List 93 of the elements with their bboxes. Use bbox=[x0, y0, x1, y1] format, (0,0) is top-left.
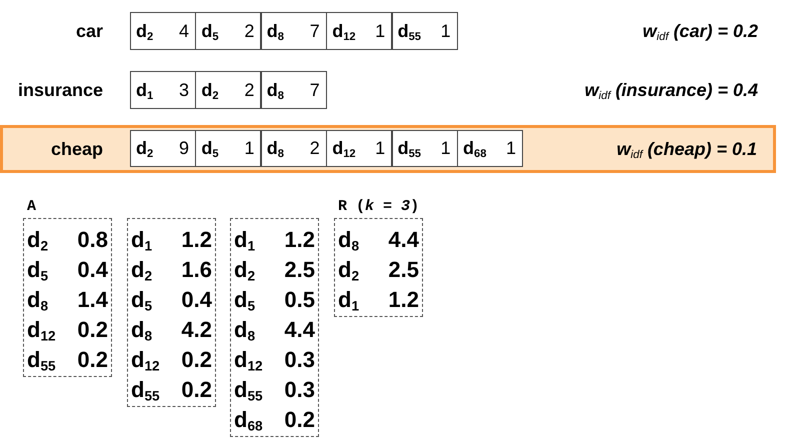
doc-id: d$_{55}$ bbox=[398, 20, 422, 45]
posting-cell bbox=[195, 12, 262, 50]
idf-weight: w$_{idf}$ (car) = 0.2 bbox=[642, 20, 758, 42]
score-value: 4.2 bbox=[181, 316, 212, 344]
term-count: 7 bbox=[310, 20, 320, 43]
doc-id: d$_{8}$ bbox=[266, 20, 284, 45]
score-value: 0.2 bbox=[77, 346, 108, 374]
doc-id: d$_{12}$ bbox=[332, 137, 356, 162]
posting-cell bbox=[130, 12, 196, 50]
posting-cell bbox=[392, 130, 458, 167]
doc-id: d$_{8}$ bbox=[131, 316, 152, 345]
doc-id: d$_{1}$ bbox=[338, 286, 360, 315]
doc-id: d$_{1}$ bbox=[234, 226, 256, 255]
posting-cell bbox=[130, 71, 196, 109]
term-count: 7 bbox=[310, 79, 320, 102]
doc-id: d$_{55}$ bbox=[398, 137, 422, 162]
doc-id: d$_{12}$ bbox=[27, 316, 56, 345]
score-value: 0.3 bbox=[284, 346, 315, 374]
doc-id: d$_{1}$ bbox=[136, 79, 154, 104]
doc-id: d$_{12}$ bbox=[332, 20, 356, 45]
doc-id: d$_{2}$ bbox=[131, 256, 152, 285]
idf-weight: w$_{idf}$ (insurance) = 0.4 bbox=[584, 79, 758, 101]
idf-weight: w$_{idf}$ (cheap) = 0.1 bbox=[616, 138, 757, 160]
score-value: 4.4 bbox=[388, 226, 419, 254]
doc-id: d$_{2}$ bbox=[136, 137, 154, 162]
posting-cell bbox=[260, 12, 327, 50]
term-count: 1 bbox=[506, 137, 516, 160]
term-count: 3 bbox=[178, 79, 189, 102]
doc-id: d$_{68}$ bbox=[463, 137, 486, 162]
table-heading: A bbox=[27, 198, 36, 216]
score-value: 0.3 bbox=[284, 376, 315, 404]
term-label: cheap bbox=[50, 138, 103, 160]
score-value: 0.4 bbox=[181, 286, 212, 314]
doc-id: d$_{55}$ bbox=[234, 376, 263, 405]
score-value: 0.2 bbox=[181, 376, 212, 404]
doc-id: d$_{1}$ bbox=[131, 226, 152, 255]
doc-id: d$_{2}$ bbox=[201, 79, 219, 104]
score-value: 1.4 bbox=[77, 286, 108, 314]
term-count: 1 bbox=[244, 137, 254, 160]
doc-id: d$_{8}$ bbox=[234, 316, 256, 345]
doc-id: d$_{2}$ bbox=[234, 256, 256, 285]
doc-id: d$_{68}$ bbox=[234, 406, 263, 435]
posting-cell bbox=[195, 130, 262, 167]
doc-id: d$_{8}$ bbox=[266, 79, 284, 104]
posting-cell bbox=[326, 130, 392, 167]
term-count: 1 bbox=[440, 20, 451, 43]
doc-id: d$_{5}$ bbox=[201, 137, 219, 162]
doc-id: d$_{2}$ bbox=[136, 20, 154, 45]
highlight-band bbox=[0, 125, 776, 173]
doc-id: d$_{8}$ bbox=[27, 286, 48, 315]
table-heading: R (k = 3) bbox=[338, 198, 420, 216]
score-value: 1.6 bbox=[181, 256, 212, 284]
term-count: 2 bbox=[244, 79, 254, 102]
term-label: insurance bbox=[18, 79, 103, 101]
term-count: 2 bbox=[244, 20, 254, 43]
doc-id: d$_{12}$ bbox=[234, 346, 263, 375]
score-value: 4.4 bbox=[284, 316, 315, 344]
doc-id: d$_{2}$ bbox=[27, 226, 48, 255]
posting-cell bbox=[392, 12, 458, 50]
term-count: 1 bbox=[375, 20, 386, 43]
posting-cell bbox=[130, 130, 196, 167]
doc-id: d$_{5}$ bbox=[27, 256, 48, 285]
score-value: 1.2 bbox=[181, 226, 212, 254]
term-count: 4 bbox=[178, 20, 189, 43]
posting-cell bbox=[457, 130, 523, 167]
term-count: 9 bbox=[178, 137, 189, 160]
doc-id: d$_{2}$ bbox=[338, 256, 360, 285]
posting-cell bbox=[260, 71, 327, 109]
posting-cell bbox=[195, 71, 262, 109]
term-count: 2 bbox=[310, 137, 320, 160]
term-label: car bbox=[76, 20, 103, 42]
score-value: 2.5 bbox=[284, 256, 315, 284]
doc-id: d$_{5}$ bbox=[234, 286, 256, 315]
posting-cell bbox=[326, 12, 392, 50]
term-count: 1 bbox=[440, 137, 451, 160]
doc-id: d$_{8}$ bbox=[338, 226, 360, 255]
score-value: 0.4 bbox=[77, 256, 108, 284]
score-value: 0.2 bbox=[77, 316, 108, 344]
posting-cell bbox=[260, 130, 327, 167]
score-value: 0.2 bbox=[181, 346, 212, 374]
doc-id: d$_{55}$ bbox=[27, 346, 56, 375]
score-value: 1.2 bbox=[284, 226, 315, 254]
score-value: 1.2 bbox=[388, 286, 419, 314]
score-value: 0.8 bbox=[77, 226, 108, 254]
doc-id: d$_{8}$ bbox=[266, 137, 284, 162]
doc-id: d$_{5}$ bbox=[201, 20, 219, 45]
score-value: 2.5 bbox=[388, 256, 419, 284]
term-count: 1 bbox=[375, 137, 386, 160]
doc-id: d$_{5}$ bbox=[131, 286, 152, 315]
score-value: 0.5 bbox=[284, 286, 315, 314]
score-value: 0.2 bbox=[284, 406, 315, 434]
doc-id: d$_{55}$ bbox=[131, 376, 160, 405]
doc-id: d$_{12}$ bbox=[131, 346, 160, 375]
